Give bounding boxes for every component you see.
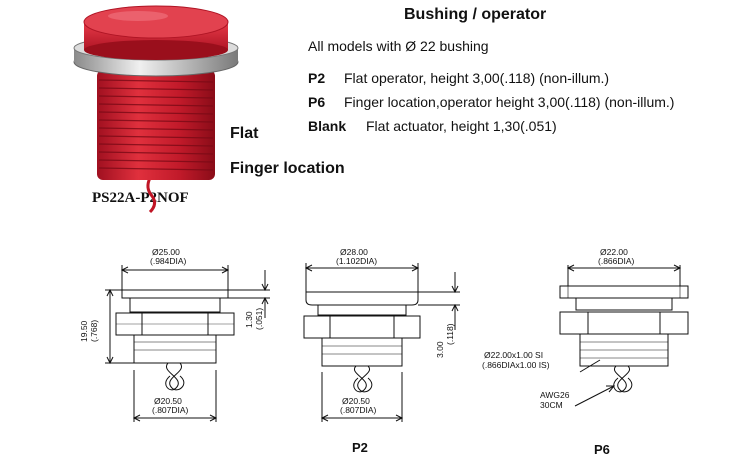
p6-label: P6 (594, 442, 610, 457)
drawing-p6 (559, 264, 689, 407)
option-desc: Flat operator, height 3,00(.118) (non-il… (344, 70, 610, 86)
option-code: P2 (308, 70, 326, 86)
p2-label: P2 (352, 440, 368, 455)
drawing-p2 (303, 263, 460, 422)
model-number: PS22A-P2NOF (92, 190, 189, 206)
p2-bottom-dim-2: (.807DIA) (340, 405, 377, 415)
p2-top-dim-1: Ø28.00 (340, 247, 368, 257)
flat-cap-2: (.051) (254, 308, 264, 330)
p6-wire-1: AWG26 (540, 390, 570, 400)
flat-bottom-dim-1: Ø20.50 (154, 396, 182, 406)
p6-wire-2: 30CM (540, 400, 563, 410)
option-row-p6: P6 Finger location,operator height 3,00(.… (308, 94, 674, 110)
option-code: P6 (308, 94, 326, 110)
photo-label-flat: Flat (230, 125, 259, 142)
option-code: Blank (308, 118, 347, 134)
option-desc: Finger location,operator height 3,00(.11… (344, 94, 675, 110)
p6-thread-1: Ø22.00x1.00 SI (484, 350, 543, 360)
flat-top-dim-1: Ø25.00 (152, 247, 180, 257)
option-row-p2: P2 Flat operator, height 3,00(.118) (non-… (308, 70, 609, 86)
section-subtitle: All models with Ø 22 bushing (308, 38, 489, 54)
option-row-blank: Blank Flat actuator, height 1,30(.051) (308, 118, 557, 134)
flat-bottom-dim-2: (.807DIA) (152, 405, 189, 415)
p2-cap-1: 3.00 (435, 341, 445, 358)
p6-thread-2: (.866DIAx1.00 IS) (482, 360, 550, 370)
photo-label-finger: Finger location (230, 160, 345, 177)
flat-height-1: 19.50 (79, 320, 89, 342)
flat-top-dim-2: (.984DIA) (150, 256, 187, 266)
drawing-flat (105, 265, 270, 422)
p6-top-dim-2: (.866DIA) (598, 256, 635, 266)
option-desc: Flat actuator, height 1,30(.051) (366, 118, 557, 134)
p6-top-dim-1: Ø22.00 (600, 247, 628, 257)
flat-cap-1: 1.30 (244, 311, 254, 328)
p2-bottom-dim-1: Ø20.50 (342, 396, 370, 406)
flat-height-2: (.768) (89, 320, 99, 342)
p2-top-dim-2: (1.102DIA) (336, 256, 377, 266)
section-title: Bushing / operator (404, 6, 547, 23)
p2-cap-2: (.118) (445, 323, 455, 345)
